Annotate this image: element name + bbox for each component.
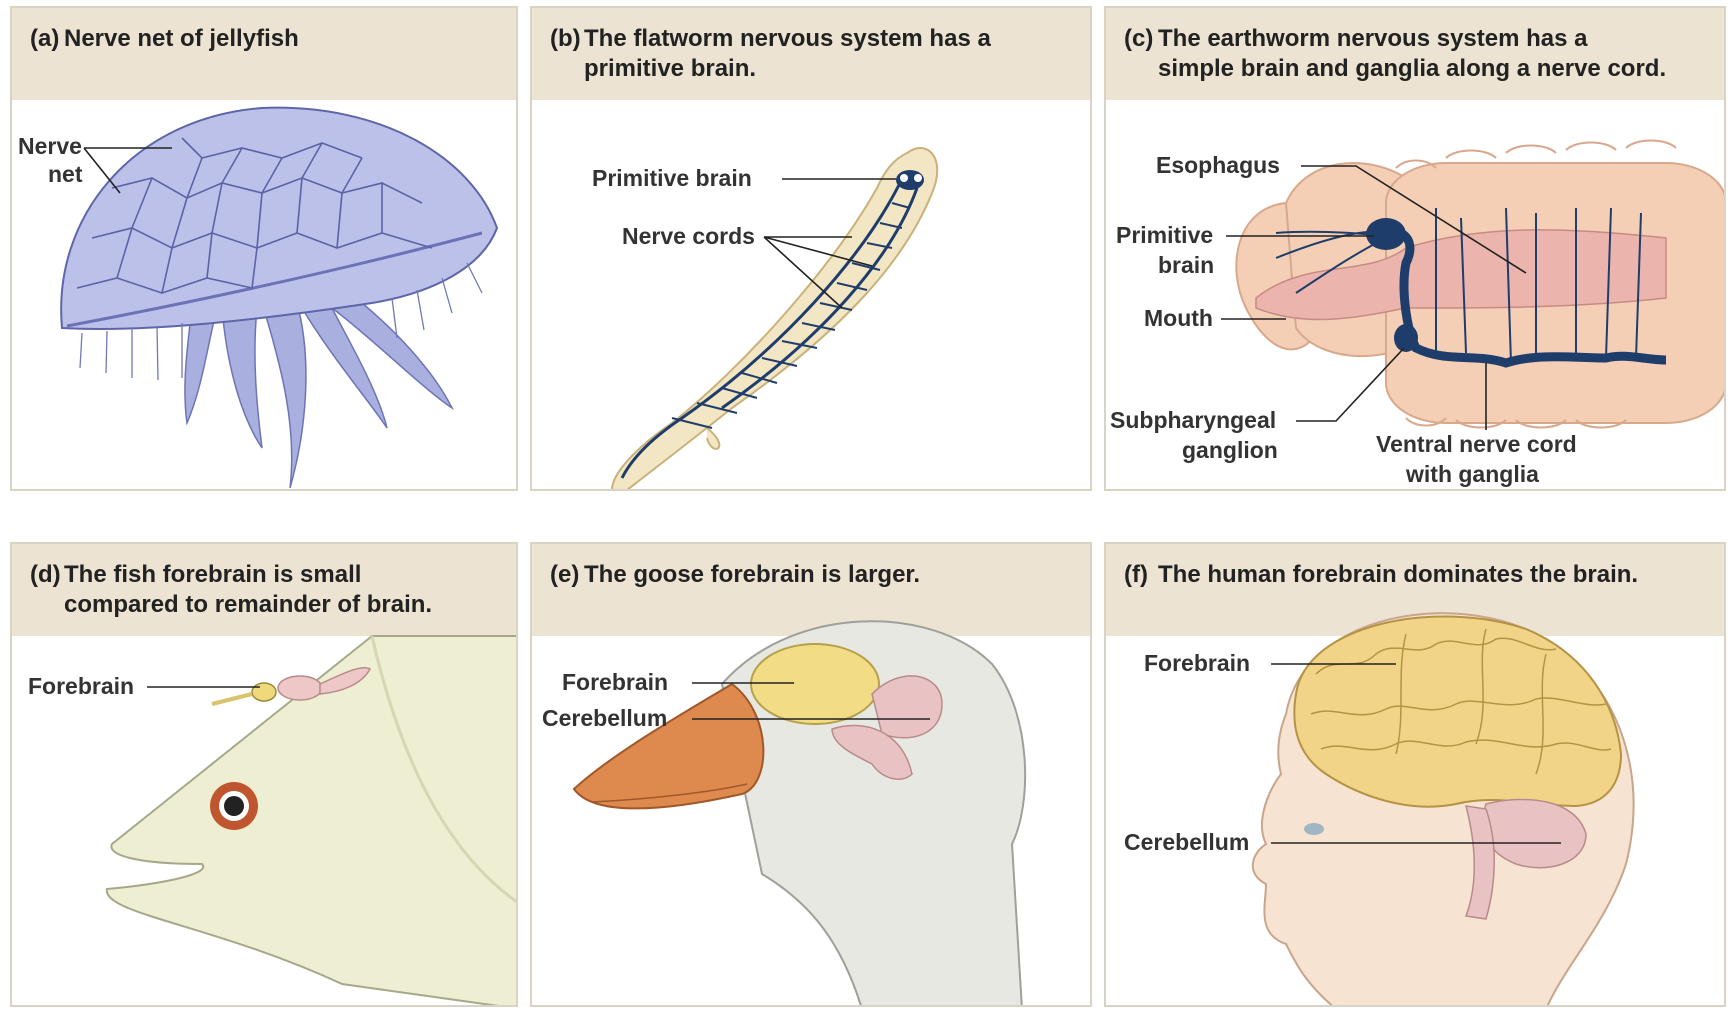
label-nerve-net-line1: Nerve (18, 133, 82, 159)
human-illustration: Forebrain Cerebellum (1106, 544, 1726, 1007)
panel-jellyfish: (a)Nerve net of jellyfish (10, 6, 518, 491)
subpharyngeal-ganglion-shape (1394, 324, 1418, 352)
label-mouth: Mouth (1144, 305, 1213, 331)
panel-earthworm: (c)The earthworm nervous system has a si… (1104, 6, 1726, 491)
label-forebrain: Forebrain (562, 669, 668, 695)
earthworm-brain-shape (1366, 218, 1406, 250)
label-primitive-brain: Primitive brain (592, 165, 752, 191)
label-subpharyngeal-line1: Subpharyngeal (1110, 407, 1276, 433)
label-subpharyngeal-line2: ganglion (1182, 437, 1278, 463)
flatworm-illustration: Primitive brain Nerve cords (532, 8, 1092, 491)
label-cerebellum: Cerebellum (542, 705, 667, 731)
earthworm-illustration: Esophagus Primitive brain Mouth Subphary… (1106, 8, 1726, 491)
jellyfish-illustration: Nerve net (12, 8, 518, 491)
label-primitive-brain-line2: brain (1158, 252, 1214, 278)
label-nerve-cords: Nerve cords (622, 223, 755, 249)
jellyfish-bell (61, 108, 497, 329)
label-ventral-nerve-line2: with ganglia (1405, 461, 1539, 487)
goose-illustration: Forebrain Cerebellum (532, 544, 1092, 1007)
panel-human: (f)The human forebrain dominates the bra… (1104, 542, 1726, 1007)
label-esophagus: Esophagus (1156, 152, 1280, 178)
human-eye (1304, 823, 1324, 835)
primitive-brain-shape (896, 170, 924, 190)
label-forebrain: Forebrain (28, 673, 134, 699)
label-nerve-net-line2: net (48, 161, 83, 187)
label-forebrain: Forebrain (1144, 650, 1250, 676)
label-ventral-nerve-line1: Ventral nerve cord (1376, 431, 1577, 457)
label-cerebellum: Cerebellum (1124, 829, 1249, 855)
goose-beak (574, 684, 763, 808)
panel-fish: (d)The fish forebrain is small compared … (10, 542, 518, 1007)
panel-flatworm: (b)The flatworm nervous system has a pri… (530, 6, 1092, 491)
jellyfish-tentacles (185, 303, 452, 488)
fish-illustration: Forebrain (12, 544, 518, 1007)
flatworm-body (612, 148, 937, 491)
label-primitive-brain-line1: Primitive (1116, 222, 1213, 248)
panel-goose: (e)The goose forebrain is larger. Forebr… (530, 542, 1092, 1007)
